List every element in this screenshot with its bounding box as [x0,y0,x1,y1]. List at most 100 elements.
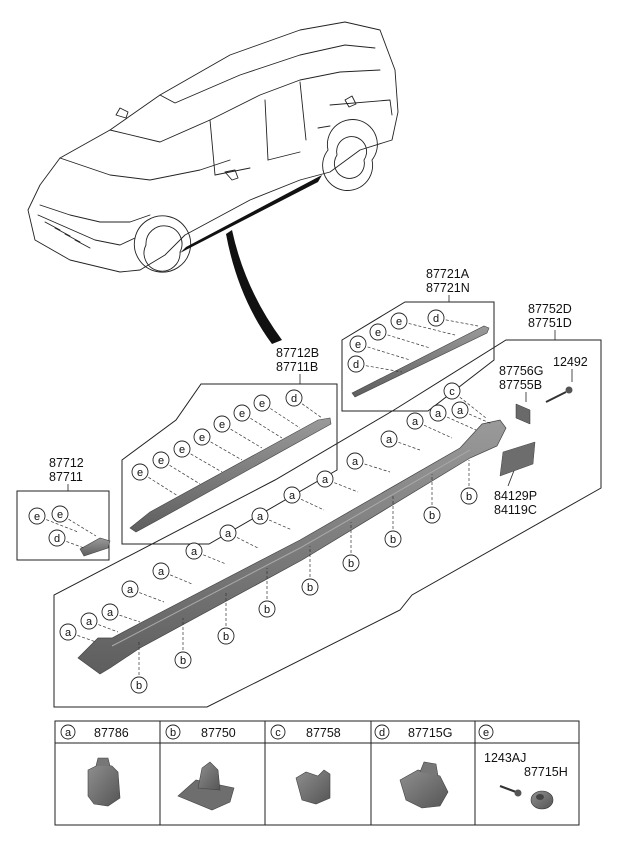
legend-part-87786: 87786 [94,726,129,740]
callout-e: e [193,428,211,446]
callout-e: e [253,394,271,412]
callout-b: b [342,554,360,572]
callout-d: d [347,355,365,373]
callout-letter: e [199,432,205,444]
callout-letter: e [239,408,245,420]
leader-line [357,343,411,361]
callout-letter: a [257,511,264,523]
legend-letter-a: a [65,727,72,739]
legend-part-87750: 87750 [201,726,236,740]
leader-lines [36,317,493,685]
part-number-12492: 12492 [553,355,588,369]
callout-a: a [80,612,98,630]
side-sill-87752 [77,419,507,675]
callout-letter: e [137,467,143,479]
legend-cell-e: e 1243AJ 87715H [478,724,568,810]
callout-a: a [346,452,364,470]
callout-a: a [152,562,170,580]
callout-e: e [213,415,231,433]
callout-letter: e [219,419,225,431]
callout-b: b [460,487,478,505]
legend-letter-c: c [275,727,281,739]
part-number-87711B: 87711B [276,360,318,374]
part-number-87721N: 87721N [426,281,470,295]
callout-letter: a [322,474,329,486]
callout-letter: a [225,528,232,540]
callout-letter: a [86,616,93,628]
label-12492: 12492 [553,355,588,382]
callout-letter: b [466,491,472,503]
part-number-87751D: 87751D [528,316,572,330]
callout-b: b [217,627,235,645]
legend-table: a 87786 b 87750 c 87758 d 87715G e [54,720,580,826]
callout-letter: b [307,582,313,594]
clip-87715G-image [399,769,449,809]
callout-a: a [316,470,334,488]
screw-12492 [545,386,573,403]
callout-c: c [443,382,461,400]
callout-letter: b [264,604,270,616]
callout-a: a [429,404,447,422]
nut-87715H-image [530,790,554,810]
legend-cell-c: c 87758 [270,724,341,805]
garnish-87712B [129,417,332,533]
callout-letter: e [34,511,40,523]
callout-b: b [384,530,402,548]
frame-87752 [53,339,602,708]
garnish-87721 [351,325,490,398]
callout-a: a [451,401,469,419]
legend-letter-e: e [483,727,489,739]
callout-letter: b [348,558,354,570]
callout-letter: a [158,566,165,578]
callout-letter: e [375,327,381,339]
garnish-87712 [79,537,111,557]
callout-d: d [48,529,66,547]
callout-b: b [423,506,441,524]
part-number-87712B: 87712B [276,346,319,360]
callout-a: a [101,603,119,621]
callout-b: b [174,651,192,669]
label-87752: 87752D 87751D [528,302,572,340]
callout-letter: a [435,408,442,420]
legend-part-87715G: 87715G [408,726,452,740]
clip-87758-image [295,769,331,805]
legend-cell-b: b 87750 [165,724,236,811]
label-87721: 87721A 87721N [426,267,470,302]
callout-letter: a [386,434,393,446]
callout-letter: a [352,456,359,468]
callout-d: d [427,309,445,327]
callout-letter: d [291,393,297,405]
callout-a: a [121,580,139,598]
callout-a: a [283,486,301,504]
label-87712: 87712 87711 [49,456,84,491]
callout-e: e [390,312,408,330]
callout-letter: e [179,444,185,456]
callout-letter: d [54,533,60,545]
car-illustration [27,21,399,344]
callout-letter: d [433,313,439,325]
frame-87712 [16,490,110,561]
callout-letter: a [65,627,72,639]
frame-87721 [341,301,495,412]
part-number-87752D: 87752D [528,302,572,316]
callout-e: e [152,451,170,469]
screw-1243AJ-image [499,784,522,797]
callout-letter: e [355,339,361,351]
legend-part-1243AJ: 1243AJ [484,751,526,765]
callout-a: a [185,542,203,560]
callout-letter: b [136,680,142,692]
legend-part-87758: 87758 [306,726,341,740]
part-number-87756G: 87756G [499,364,543,378]
part-number-87721A: 87721A [426,267,470,281]
callout-letter: a [289,490,296,502]
callout-e: e [131,463,149,481]
legend-cell-d: d 87715G [374,724,452,809]
callout-letter: a [191,546,198,558]
callout-e: e [369,323,387,341]
legend-letter-b: b [170,727,176,739]
callout-letter: a [412,416,419,428]
callout-letter: a [127,584,134,596]
callout-letter: b [180,655,186,667]
part-number-87755B: 87755B [499,378,542,392]
callout-letter: e [259,398,265,410]
